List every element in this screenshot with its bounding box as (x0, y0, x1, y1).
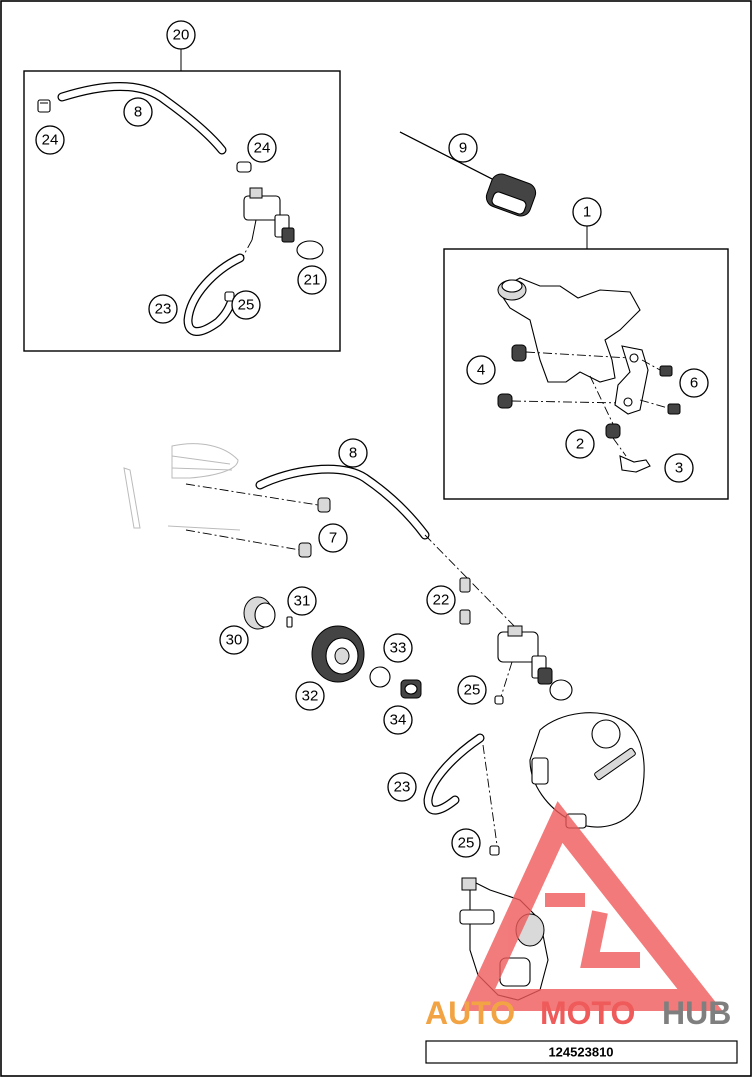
svg-text:24: 24 (254, 140, 271, 157)
engine-cover (529, 712, 645, 829)
callout-34: 34 (383, 705, 413, 735)
screw-22-lower (459, 609, 471, 625)
callout-25-lower: 25 (451, 828, 481, 858)
detail-box-20 (23, 49, 341, 352)
svg-text:34: 34 (390, 712, 407, 729)
pin-31 (286, 616, 293, 628)
tank-grommet (605, 423, 621, 439)
detail-box-1 (443, 226, 729, 500)
screw-22-upper (459, 577, 471, 593)
svg-text:8: 8 (349, 445, 357, 462)
frame-background (123, 443, 241, 531)
callout-22: 22 (426, 585, 456, 615)
circlip-33 (369, 666, 391, 688)
callout-7: 7 (318, 523, 348, 553)
pulley-32 (311, 625, 365, 683)
callout-4: 4 (466, 355, 496, 385)
fuel-tap-detail (239, 187, 295, 263)
grommet-lower (497, 393, 513, 409)
svg-text:21: 21 (304, 272, 321, 289)
callout-21: 21 (297, 265, 327, 295)
o-ring-detail (296, 240, 324, 260)
svg-text:24: 24 (42, 132, 59, 149)
callout-24-left: 24 (35, 125, 65, 155)
svg-text:23: 23 (155, 301, 172, 318)
callout-9: 9 (448, 133, 478, 163)
svg-text:33: 33 (390, 640, 407, 657)
callout-23-main: 23 (387, 772, 417, 802)
watermark-text: AUTO MOTO HUB (425, 995, 731, 1031)
bolt-upper (659, 365, 673, 377)
callout-2: 2 (565, 429, 595, 459)
svg-text:AUTO: AUTO (425, 995, 515, 1031)
svg-text:HUB: HUB (662, 995, 731, 1031)
svg-text:22: 22 (433, 592, 450, 609)
callout-30: 30 (219, 625, 249, 655)
svg-text:1: 1 (583, 204, 591, 221)
svg-text:6: 6 (690, 375, 698, 392)
svg-text:9: 9 (459, 140, 467, 157)
svg-text:3: 3 (675, 460, 683, 477)
svg-text:MOTO: MOTO (540, 995, 635, 1031)
callout-8-detail: 8 (123, 97, 153, 127)
bushing-30 (243, 596, 276, 630)
svg-text:23: 23 (394, 779, 411, 796)
svg-text:8: 8 (134, 104, 142, 121)
bolt-lower (667, 403, 681, 415)
fuel-tap-main (497, 625, 553, 701)
hose-clip-lower (489, 845, 500, 856)
grommet-upper (511, 344, 527, 362)
hose-clip-detail (224, 291, 235, 302)
callout-24-right: 24 (247, 133, 277, 163)
fuel-cap-with-breather (399, 131, 537, 217)
svg-text:25: 25 (458, 835, 475, 852)
callout-20: 20 (166, 20, 196, 50)
hose-clamp-right (236, 161, 252, 173)
svg-text:7: 7 (329, 530, 337, 547)
drawing-code: 124523810 (548, 1045, 613, 1060)
hose-clip-upper (494, 695, 504, 705)
mounting-screws (185, 483, 331, 558)
hose-clamp-left (37, 99, 51, 113)
svg-text:4: 4 (477, 362, 485, 379)
callout-25-upper: 25 (457, 675, 487, 705)
svg-text:25: 25 (464, 682, 481, 699)
svg-text:30: 30 (226, 632, 243, 649)
svg-text:31: 31 (294, 593, 311, 610)
callout-1: 1 (572, 197, 602, 227)
o-ring-main (549, 679, 573, 701)
callout-6: 6 (679, 368, 709, 398)
drawing-code-box: 124523810 (425, 1040, 738, 1064)
callout-23-detail: 23 (148, 294, 178, 324)
callout-33: 33 (383, 633, 413, 663)
svg-text:20: 20 (173, 27, 190, 44)
svg-text:25: 25 (238, 297, 255, 314)
watermark-logo (460, 801, 723, 1011)
callout-31: 31 (287, 586, 317, 616)
callout-8-main: 8 (338, 438, 368, 468)
callout-32: 32 (295, 681, 325, 711)
hose-elbow (619, 455, 651, 473)
svg-text:32: 32 (302, 688, 319, 705)
nut-34 (400, 679, 422, 699)
svg-text:2: 2 (576, 436, 584, 453)
callout-3: 3 (664, 453, 694, 483)
callout-25-detail: 25 (231, 290, 261, 320)
